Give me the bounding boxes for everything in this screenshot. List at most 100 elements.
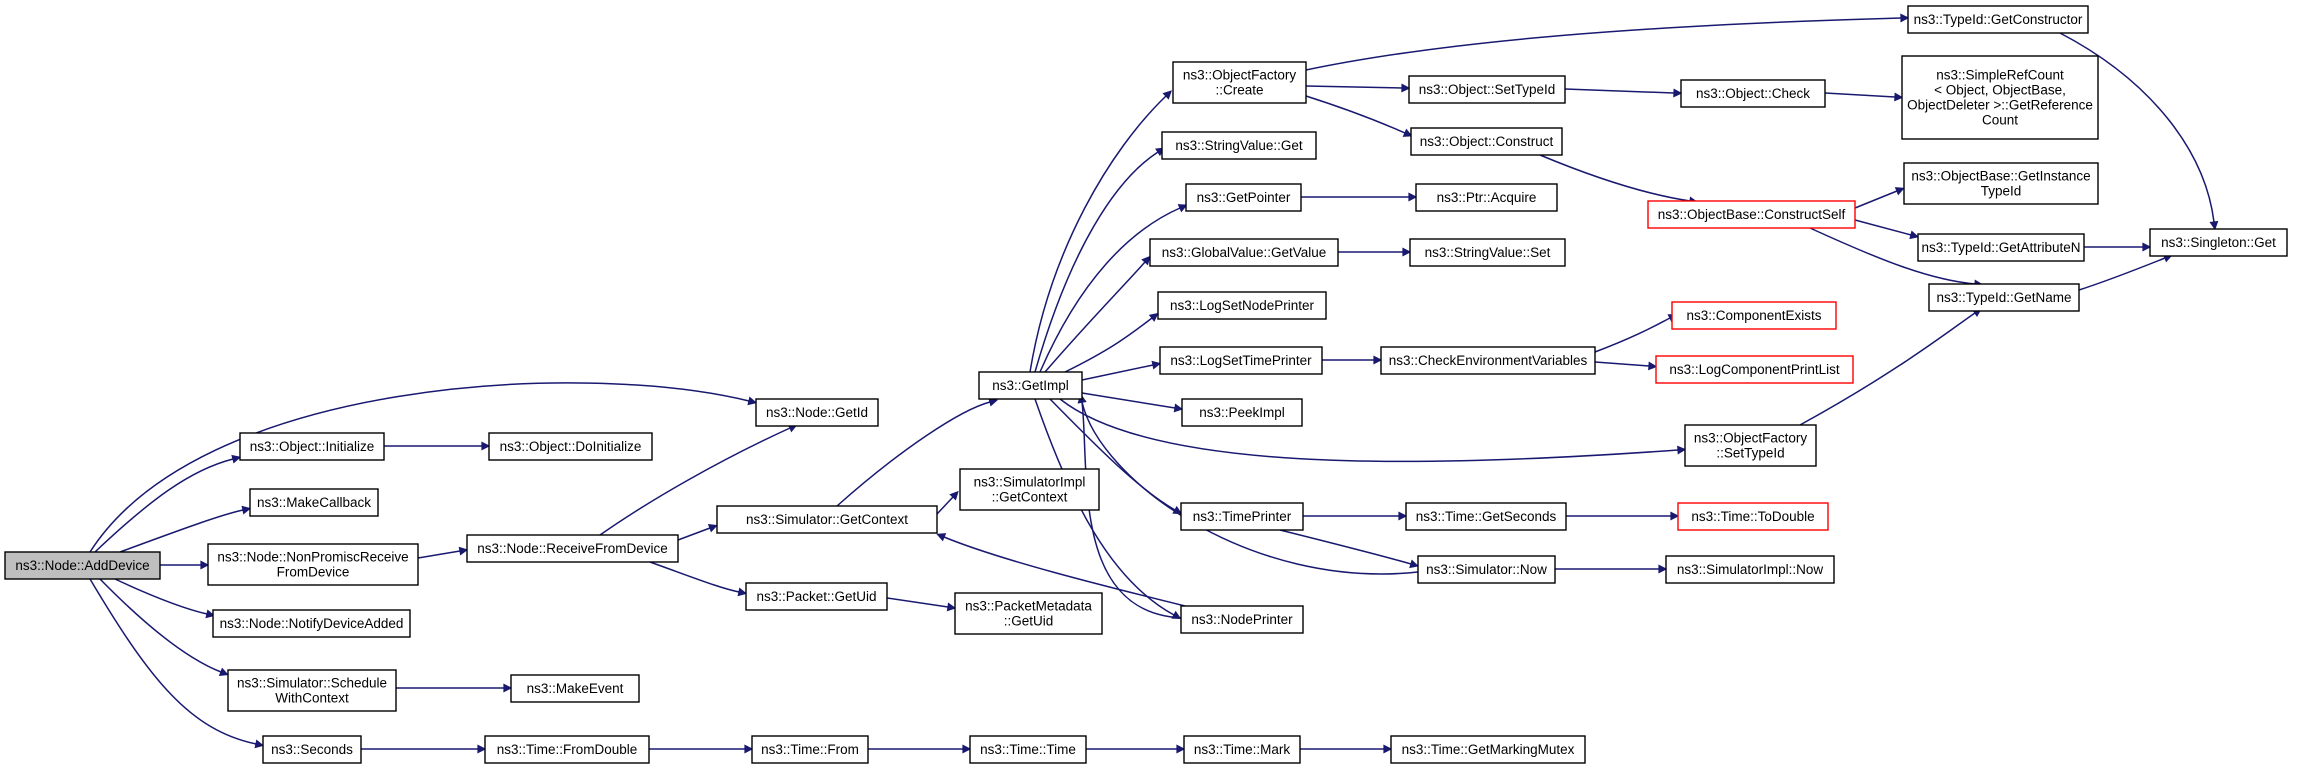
edge-timetime-to-timemark: [1086, 744, 1186, 754]
node-makecallback[interactable]: ns3::MakeCallback: [249, 488, 379, 517]
arrowhead: [200, 560, 210, 570]
node-fromdouble[interactable]: ns3::Time::FromDouble: [484, 735, 650, 764]
arrowhead: [1151, 360, 1162, 370]
node-singletonget[interactable]: ns3::Singleton::Get: [2149, 228, 2288, 257]
node-box: [227, 669, 397, 712]
node-ptracquire[interactable]: ns3::Ptr::Acquire: [1415, 183, 1558, 212]
node-label: ns3::Node::NonPromiscReceive: [217, 550, 408, 565]
node-label: ns3::Time::FromDouble: [497, 742, 638, 757]
arrowhead: [503, 683, 513, 693]
edge-getimpl-to-getpointer: [1039, 204, 1188, 373]
node-getseconds[interactable]: ns3::Time::GetSeconds: [1405, 502, 1567, 531]
node-box: [207, 543, 419, 586]
node-simimplnow[interactable]: ns3::SimulatorImpl::Now: [1665, 555, 1835, 584]
node-objcheck[interactable]: ns3::Object::Check: [1680, 79, 1826, 108]
node-peekimpl[interactable]: ns3::PeekImpl: [1181, 398, 1303, 427]
node-getimpl[interactable]: ns3::GetImpl: [978, 371, 1083, 400]
edge-adddevice-to-notifydevice: [114, 578, 216, 619]
node-strvalget[interactable]: ns3::StringValue::Get: [1161, 131, 1317, 160]
node-typeidgetname[interactable]: ns3::TypeId::GetName: [1928, 283, 2080, 312]
node-timefrom[interactable]: ns3::Time::From: [751, 735, 869, 764]
node-getpointer[interactable]: ns3::GetPointer: [1185, 183, 1302, 212]
node-ofcreate[interactable]: ns3::ObjectFactory::Create: [1172, 61, 1307, 104]
node-timemark[interactable]: ns3::Time::Mark: [1183, 735, 1301, 764]
node-getattributen[interactable]: ns3::TypeId::GetAttributeN: [1917, 233, 2085, 262]
node-logcompprint[interactable]: ns3::LogComponentPrintList: [1655, 355, 1854, 384]
node-objconstruct[interactable]: ns3::Object::Construct: [1410, 127, 1563, 156]
node-box: [249, 488, 379, 517]
node-gettypeidctor[interactable]: ns3::TypeId::GetConstructor: [1907, 5, 2089, 34]
node-objinit[interactable]: ns3::Object::Initialize: [239, 432, 385, 461]
edge-schedctx-to-makeevent: [396, 683, 513, 693]
node-timeprinter[interactable]: ns3::TimePrinter: [1180, 502, 1304, 531]
node-doinit[interactable]: ns3::Object::DoInitialize: [488, 432, 653, 461]
node-box: [1684, 424, 1817, 467]
arrowhead: [458, 546, 469, 556]
edge-checkenv-to-logcompprint: [1594, 361, 1658, 371]
node-simnow[interactable]: ns3::Simulator::Now: [1417, 555, 1556, 584]
node-getid[interactable]: ns3::Node::GetId: [755, 398, 879, 427]
node-getuid[interactable]: ns3::Packet::GetUid: [745, 582, 888, 611]
node-box: [1415, 183, 1558, 212]
node-markmutex[interactable]: ns3::Time::GetMarkingMutex: [1390, 735, 1586, 764]
node-box: [1647, 200, 1856, 229]
node-settypeid[interactable]: ns3::Object::SetTypeId: [1408, 75, 1566, 104]
node-adddevice[interactable]: ns3::Node::AddDevice: [4, 551, 161, 580]
edge-getuid-to-pmgetuid: [886, 597, 957, 612]
node-notifydevice[interactable]: ns3::Node::NotifyDeviceAdded: [212, 609, 411, 638]
node-label: ns3::Time::GetMarkingMutex: [1402, 742, 1575, 757]
node-label: ObjectDeleter >::GetReference: [1907, 98, 2093, 113]
node-label: FromDevice: [277, 565, 350, 580]
node-simgetctx[interactable]: ns3::Simulator::GetContext: [716, 505, 938, 534]
edge-constructself-to-getinstancetypeid: [1854, 187, 1905, 209]
edge-timeprinter-to-simnow: [1279, 529, 1420, 569]
node-receivefrom[interactable]: ns3::Node::ReceiveFromDevice: [466, 534, 679, 563]
node-label: ns3::Node::AddDevice: [15, 558, 149, 573]
edge-checkenv-to-compexists: [1594, 314, 1678, 353]
node-ofsettypeid[interactable]: ns3::ObjectFactory::SetTypeId: [1684, 424, 1817, 467]
node-makeevent[interactable]: ns3::MakeEvent: [510, 674, 640, 703]
node-todouble[interactable]: ns3::Time::ToDouble: [1677, 502, 1829, 531]
node-label: ns3::ObjectFactory: [1183, 68, 1297, 83]
node-box: [1172, 61, 1307, 104]
arrowhead: [1373, 355, 1383, 365]
node-checkenv[interactable]: ns3::CheckEnvironmentVariables: [1380, 346, 1596, 375]
edge-timeprinter-to-getseconds: [1303, 511, 1408, 521]
node-compexists[interactable]: ns3::ComponentExists: [1671, 301, 1837, 330]
node-box: [716, 505, 938, 534]
node-label: ns3::Object::DoInitialize: [500, 439, 642, 454]
node-strvalset[interactable]: ns3::StringValue::Set: [1409, 238, 1566, 267]
node-constructself[interactable]: ns3::ObjectBase::ConstructSelf: [1647, 200, 1856, 229]
node-seconds[interactable]: ns3::Seconds: [262, 735, 362, 764]
arrowhead: [1177, 204, 1188, 213]
node-box: [751, 735, 869, 764]
node-box: [1380, 346, 1596, 375]
node-simimplctx[interactable]: ns3::SimulatorImpl::GetContext: [959, 468, 1100, 511]
node-box: [1149, 238, 1339, 267]
node-timetime[interactable]: ns3::Time::Time: [969, 735, 1087, 764]
arrowhead: [1141, 255, 1151, 266]
arrowhead: [231, 454, 242, 464]
node-label: ns3::CheckEnvironmentVariables: [1389, 353, 1588, 368]
edges: [89, 13, 2219, 754]
node-pmgetuid[interactable]: ns3::PacketMetadata::GetUid: [954, 592, 1103, 635]
node-label: ::SetTypeId: [1716, 446, 1784, 461]
node-logtimeprinter[interactable]: ns3::LogSetTimePrinter: [1159, 346, 1323, 375]
edge-getimpl-to-lognodeprinter: [1064, 312, 1159, 373]
node-box: [1901, 55, 2099, 140]
edge-getimpl-to-gvgetvalue: [1044, 255, 1151, 373]
node-box: [1390, 735, 1586, 764]
node-lognodeprinter[interactable]: ns3::LogSetNodePrinter: [1157, 291, 1327, 320]
node-gvgetvalue[interactable]: ns3::GlobalValue::GetValue: [1149, 238, 1339, 267]
arrowhead: [1148, 312, 1159, 322]
node-label: ns3::PacketMetadata: [965, 599, 1092, 614]
node-nodeprinter[interactable]: ns3::NodePrinter: [1180, 605, 1304, 634]
nodes: ns3::Node::AddDevicens3::Node::GetIdns3:…: [4, 5, 2288, 764]
node-label: ns3::Ptr::Acquire: [1437, 190, 1537, 205]
edge-getimpl-to-logtimeprinter: [1081, 360, 1162, 381]
node-simplerefcount[interactable]: ns3::SimpleRefCount< Object, ObjectBase,…: [1901, 55, 2099, 140]
